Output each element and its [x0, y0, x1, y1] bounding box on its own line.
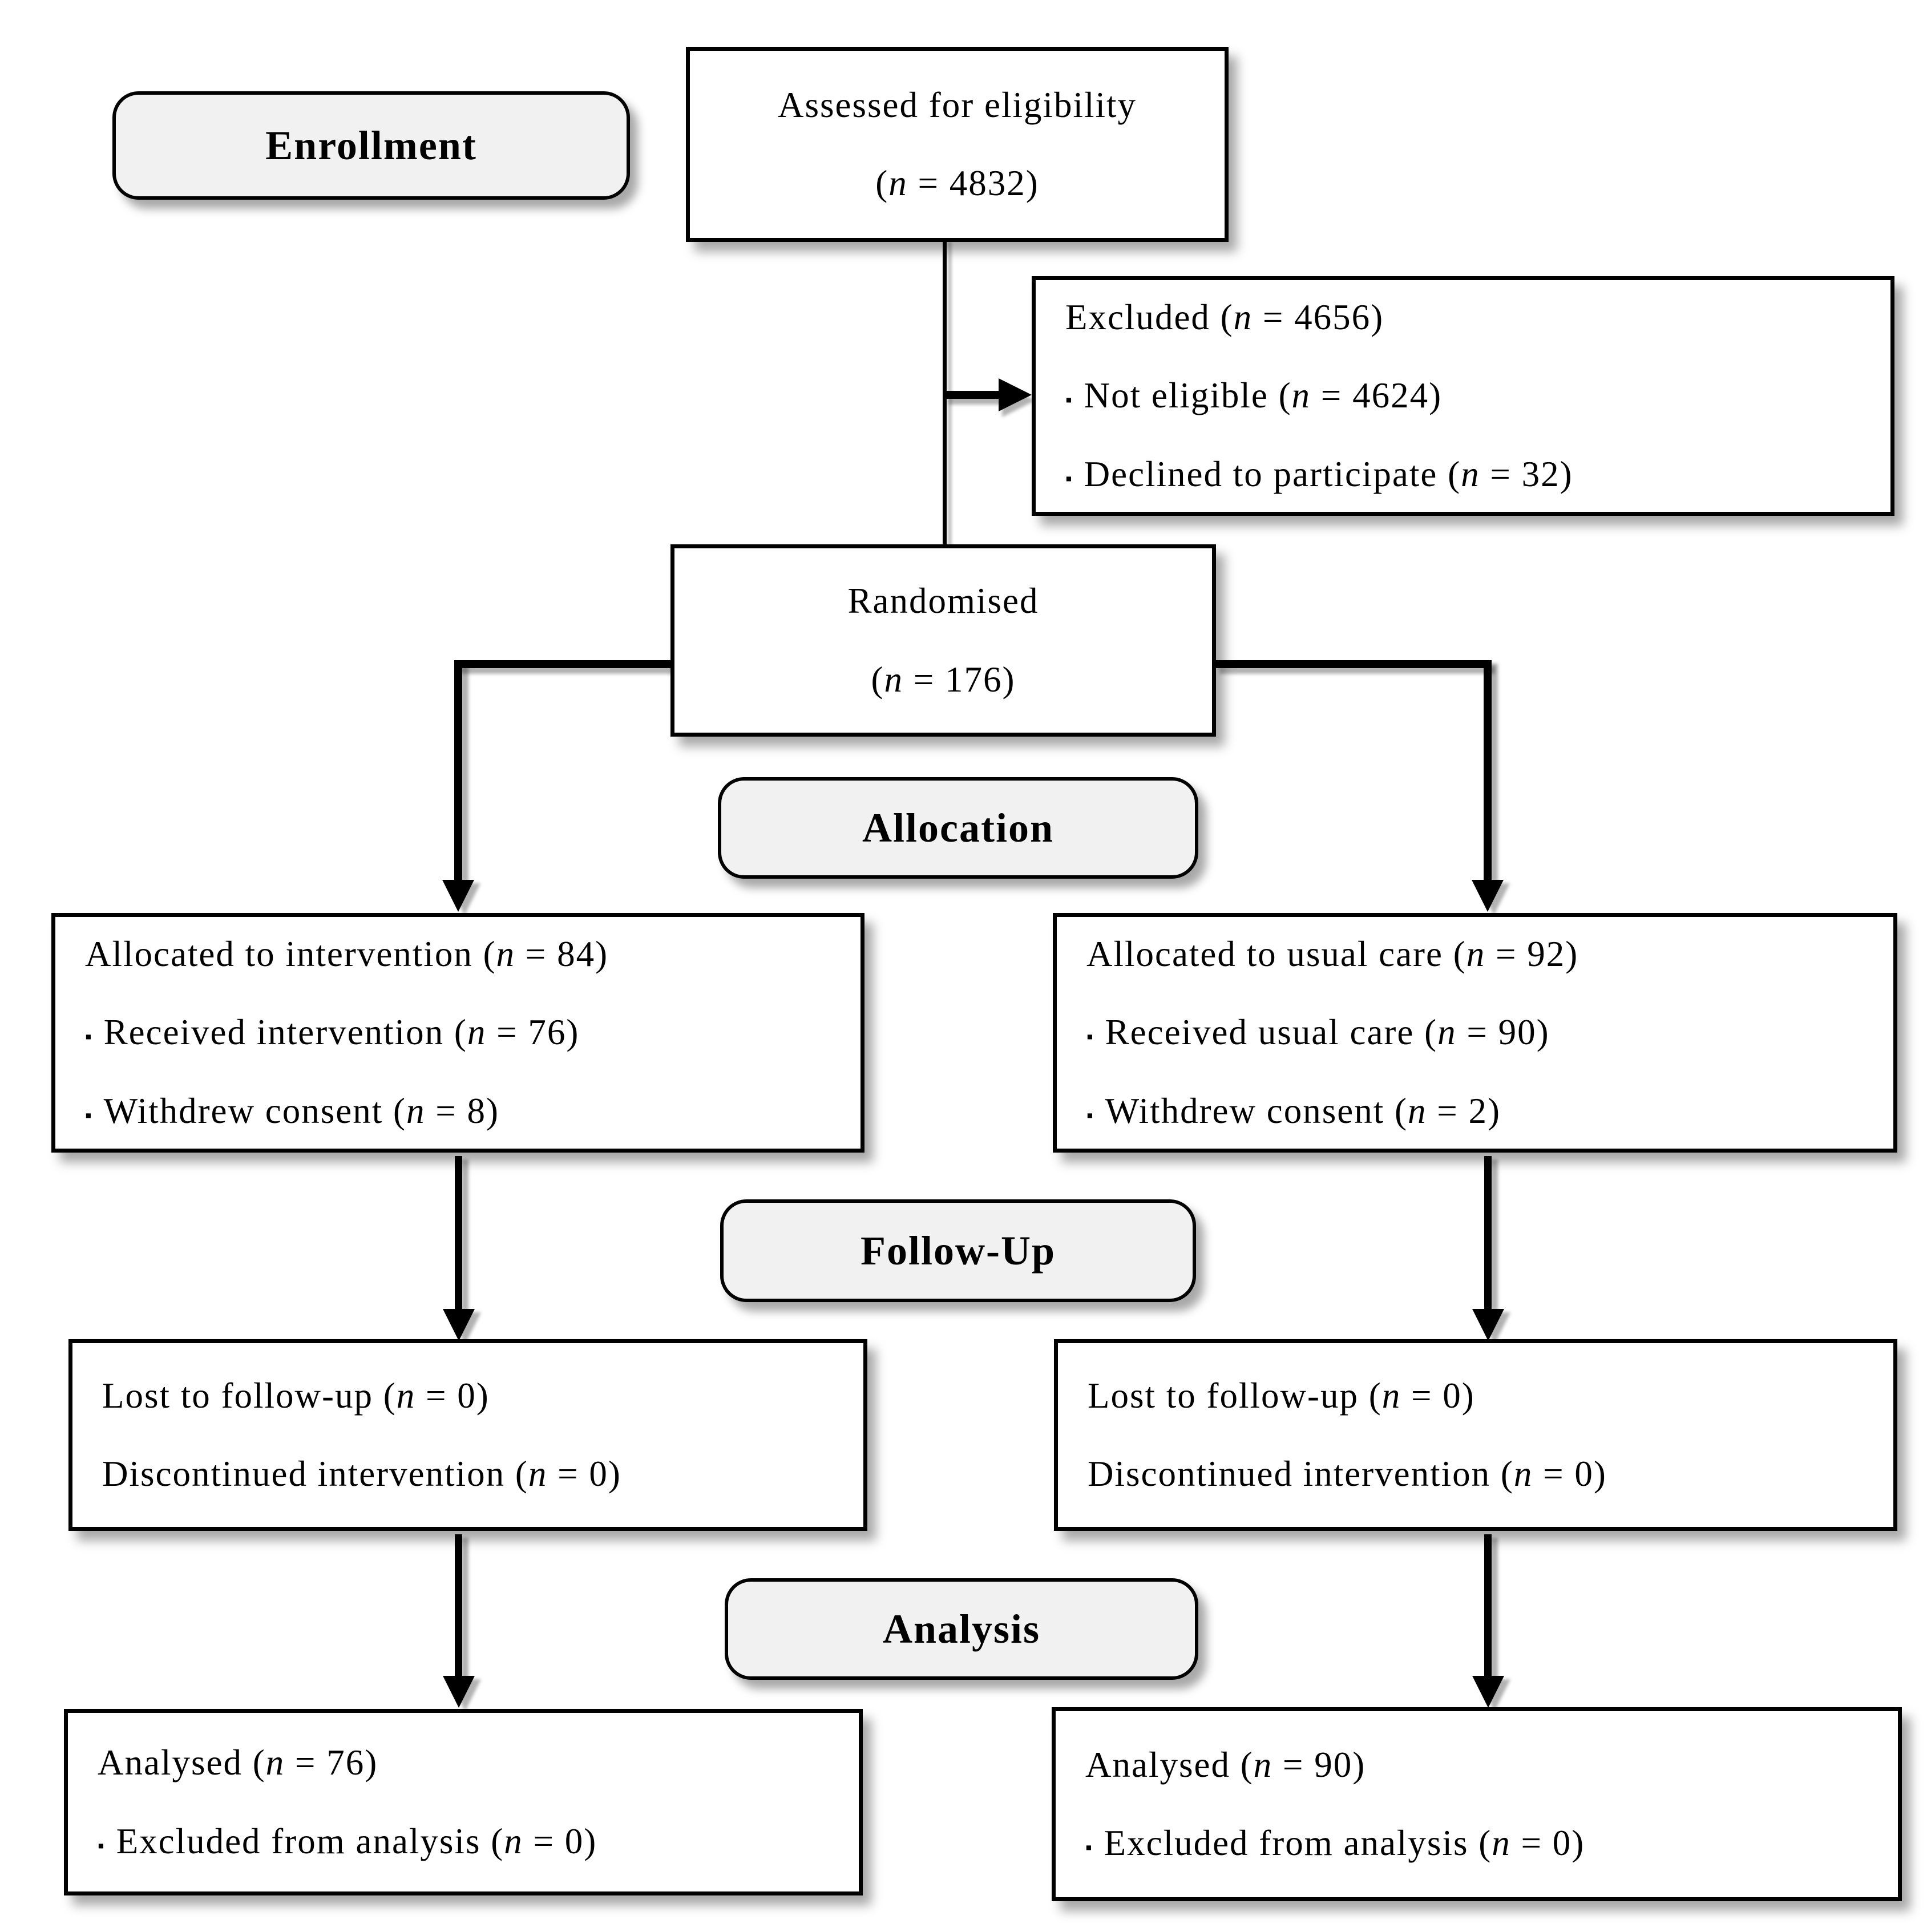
box-line: Discontinued intervention (n = 0) — [1088, 1435, 1607, 1513]
arrowhead-allocated-left-icon — [442, 880, 474, 912]
analysed-intervention-box: Analysed (n = 76) ▪ Excluded from analys… — [64, 1709, 863, 1895]
box-line: Discontinued intervention (n = 0) — [102, 1435, 621, 1513]
arrowhead-analysed-right-icon — [1472, 1676, 1504, 1708]
box-line: ▪ Excluded from analysis (n = 0) — [1085, 1804, 1585, 1882]
box-line: Lost to follow-up (n = 0) — [1088, 1357, 1475, 1435]
stage-label-text: Follow-Up — [861, 1227, 1056, 1274]
box-line: Assessed for eligibility — [778, 66, 1137, 144]
box-line-text: Discontinued intervention (n = 0) — [1088, 1454, 1607, 1494]
bullet-square-icon: ▪ — [1085, 1837, 1093, 1858]
stage-label-text: Allocation — [862, 805, 1054, 851]
box-line-text: Discontinued intervention (n = 0) — [102, 1454, 621, 1494]
box-line-text: Excluded (n = 4656) — [1065, 297, 1384, 338]
box-line-text: Allocated to intervention (n = 84) — [85, 934, 609, 975]
stage-label-analysis: Analysis — [725, 1578, 1198, 1680]
box-line-text: (n = 4832) — [875, 163, 1039, 203]
arrowhead-followup-right-icon — [1472, 1309, 1504, 1341]
box-line: ▪ Received intervention (n = 76) — [85, 993, 579, 1072]
box-line: Allocated to intervention (n = 84) — [85, 915, 608, 993]
box-line-text: Randomised — [847, 581, 1039, 621]
stage-label-text: Enrollment — [265, 122, 477, 168]
analysed-usual-care-box: Analysed (n = 90) ▪ Excluded from analys… — [1052, 1707, 1902, 1901]
excluded-box: Excluded (n = 4656) ▪ Not eligible (n = … — [1032, 276, 1894, 516]
box-line-text: Declined to participate (n = 32) — [1084, 454, 1573, 494]
box-line: ▪ Not eligible (n = 4624) — [1065, 357, 1442, 435]
stage-label-enrollment: Enrollment — [112, 91, 630, 200]
randomised-box: Randomised (n = 176) — [670, 544, 1216, 737]
connector-excluded-shaft — [945, 391, 1000, 399]
box-line-text: Allocated to usual care (n = 92) — [1086, 934, 1579, 975]
assessed-box: Assessed for eligibility (n = 4832) — [686, 47, 1229, 242]
box-line: ▪ Withdrew consent (n = 2) — [1086, 1072, 1501, 1150]
followup-usual-care-box: Lost to follow-up (n = 0) Discontinued i… — [1054, 1339, 1897, 1531]
branch-left-horizontal — [454, 660, 670, 668]
allocated-intervention-box: Allocated to intervention (n = 84) ▪ Rec… — [51, 913, 864, 1153]
box-line-text: Not eligible (n = 4624) — [1084, 375, 1443, 416]
box-line-text: Lost to follow-up (n = 0) — [102, 1375, 490, 1416]
box-line: Analysed (n = 76) — [98, 1724, 378, 1802]
box-line-text: (n = 176) — [871, 659, 1016, 700]
box-line-text: Excluded from analysis (n = 0) — [116, 1821, 597, 1861]
arrowhead-analysed-left-icon — [443, 1676, 475, 1708]
bullet-square-icon: ▪ — [85, 1105, 93, 1126]
branch-right-vertical — [1484, 660, 1492, 882]
box-line-text: Analysed (n = 90) — [1085, 1744, 1366, 1785]
box-line-text: Excluded from analysis (n = 0) — [1104, 1823, 1585, 1863]
box-line-text: Received intervention (n = 76) — [103, 1012, 580, 1053]
bullet-square-icon: ▪ — [1086, 1026, 1094, 1048]
box-line: (n = 4832) — [875, 144, 1039, 223]
connector-allocated-followup-left — [455, 1156, 462, 1311]
arrowhead-followup-left-icon — [443, 1309, 475, 1341]
box-line-text: Received usual care (n = 90) — [1105, 1012, 1550, 1053]
arrowhead-allocated-right-icon — [1472, 880, 1504, 912]
arrowhead-excluded-icon — [999, 378, 1032, 411]
branch-right-horizontal — [1216, 660, 1492, 668]
branch-left-vertical — [454, 660, 462, 882]
allocated-usual-care-box: Allocated to usual care (n = 92) ▪ Recei… — [1053, 913, 1897, 1153]
box-line: (n = 176) — [871, 641, 1016, 719]
box-line: Randomised — [848, 562, 1039, 640]
box-line: Excluded (n = 4656) — [1065, 278, 1384, 357]
stage-label-allocation: Allocation — [718, 777, 1198, 879]
bullet-square-icon: ▪ — [1065, 468, 1073, 490]
connector-followup-analysed-right — [1484, 1534, 1492, 1678]
connector-assessed-to-randomised — [943, 242, 947, 545]
box-line: Allocated to usual care (n = 92) — [1086, 915, 1578, 993]
bullet-square-icon: ▪ — [1086, 1105, 1094, 1126]
box-line-text: Analysed (n = 76) — [98, 1743, 378, 1783]
box-line: Analysed (n = 90) — [1085, 1726, 1366, 1804]
stage-label-text: Analysis — [882, 1606, 1041, 1652]
box-line-text: Withdrew consent (n = 2) — [1105, 1090, 1501, 1131]
connector-followup-analysed-left — [455, 1534, 462, 1678]
box-line: ▪ Withdrew consent (n = 8) — [85, 1072, 499, 1150]
box-line-text: Assessed for eligibility — [778, 84, 1137, 125]
followup-intervention-box: Lost to follow-up (n = 0) Discontinued i… — [68, 1339, 867, 1531]
box-line-text: Lost to follow-up (n = 0) — [1088, 1375, 1475, 1416]
connector-allocated-followup-right — [1484, 1156, 1492, 1311]
bullet-square-icon: ▪ — [85, 1026, 93, 1048]
stage-label-followup: Follow-Up — [720, 1199, 1196, 1302]
box-line: ▪ Declined to participate (n = 32) — [1065, 435, 1573, 514]
bullet-square-icon: ▪ — [1065, 390, 1073, 411]
bullet-square-icon: ▪ — [98, 1835, 106, 1856]
box-line: ▪ Excluded from analysis (n = 0) — [98, 1802, 597, 1881]
box-line: ▪ Received usual care (n = 90) — [1086, 993, 1550, 1072]
box-line-text: Withdrew consent (n = 8) — [103, 1090, 499, 1131]
box-line: Lost to follow-up (n = 0) — [102, 1357, 490, 1435]
